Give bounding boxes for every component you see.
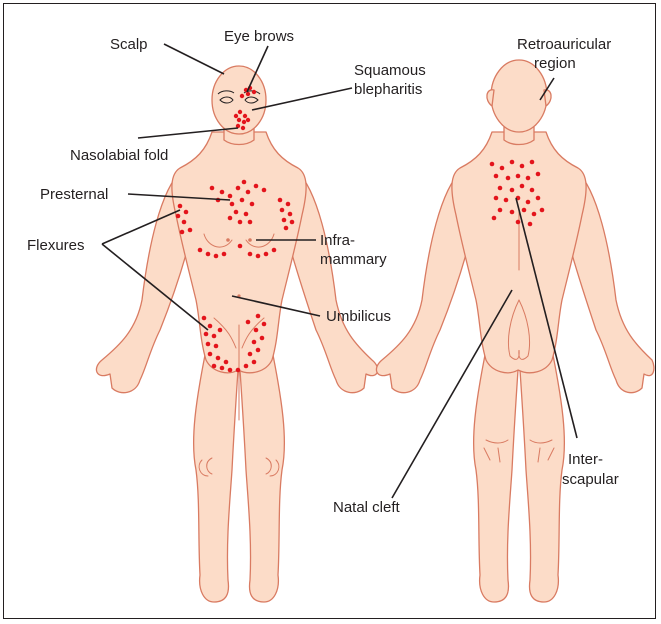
label-nasolabial: Nasolabial fold <box>70 147 168 164</box>
label-retroauricular-2: region <box>534 55 576 72</box>
label-scalp: Scalp <box>110 36 148 53</box>
label-inframammary-2: mammary <box>320 251 387 268</box>
label-flexures: Flexures <box>27 237 85 254</box>
label-squamous-2: blepharitis <box>354 81 422 98</box>
label-interscapular-1: Inter- <box>568 451 603 468</box>
label-retroauricular-1: Retroauricular <box>517 36 611 53</box>
front-right-leg <box>240 350 284 602</box>
back-left-leg <box>474 350 518 602</box>
front-left-leg <box>194 350 238 602</box>
label-interscapular-2: scapular <box>562 471 619 488</box>
label-natal-cleft: Natal cleft <box>333 499 401 516</box>
label-umbilicus: Umbilicus <box>326 308 391 325</box>
label-eye-brows: Eye brows <box>224 28 294 45</box>
back-figure <box>376 60 653 602</box>
label-presternal: Presternal <box>40 186 108 203</box>
label-inframammary-1: Infra- <box>320 232 355 249</box>
back-right-leg <box>520 350 564 602</box>
label-squamous-1: Squamous <box>354 62 426 79</box>
